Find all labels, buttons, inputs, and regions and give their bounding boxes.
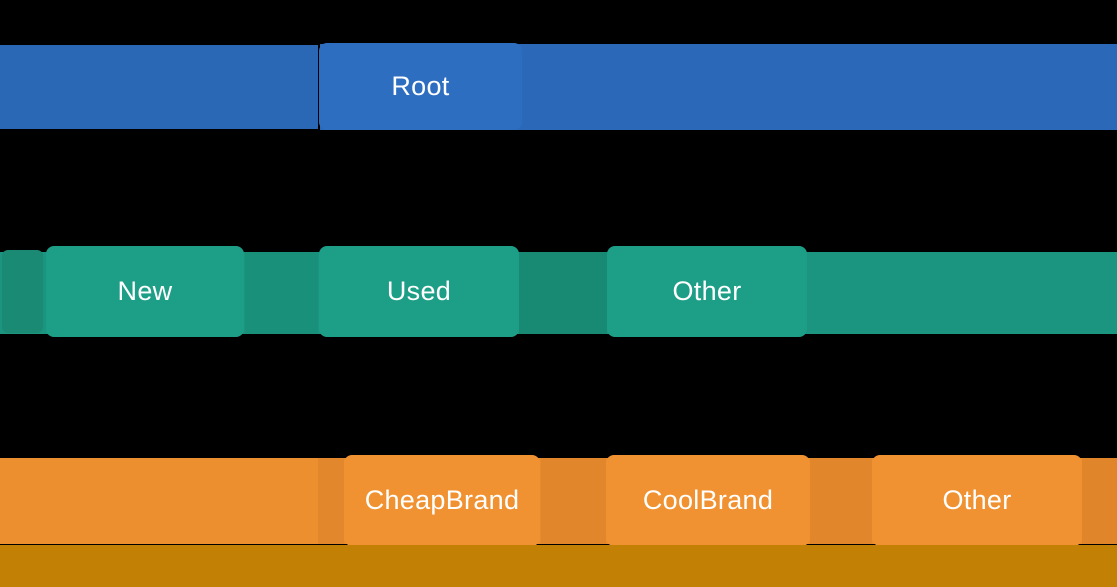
node-label: CheapBrand	[364, 485, 520, 515]
level-brand-node-cheapbrand[interactable]: CheapBrand	[344, 455, 540, 546]
level-brand-band-segment	[810, 458, 872, 544]
node-label: CoolBrand	[642, 485, 774, 515]
level-brand-band-segment	[318, 458, 344, 544]
node-label: Root	[391, 70, 450, 101]
level-condition-node-other[interactable]: Other	[607, 246, 807, 337]
node-label: Used	[386, 276, 452, 306]
level-brand-node-coolbrand[interactable]: CoolBrand	[606, 455, 810, 546]
level-root-band-segment	[0, 44, 318, 129]
level-brand-band-segment	[1082, 458, 1117, 544]
level-clipped-band-segment	[0, 545, 1117, 587]
level-condition-node-used[interactable]: Used	[319, 246, 519, 337]
level-condition-node-new[interactable]: New	[46, 246, 244, 337]
level-root-node-root[interactable]: Root	[319, 42, 522, 130]
level-brand-node-other[interactable]: Other	[872, 455, 1082, 546]
level-condition-band-segment	[519, 251, 607, 334]
level-brand-band-segment	[541, 458, 606, 544]
level-condition-band-segment	[245, 251, 318, 334]
level-brand-band-segment	[0, 458, 318, 544]
level-condition-node-unlabeled[interactable]	[2, 250, 43, 333]
node-label: Other	[942, 485, 1012, 515]
node-label: Other	[672, 276, 742, 306]
node-label: New	[117, 276, 173, 306]
